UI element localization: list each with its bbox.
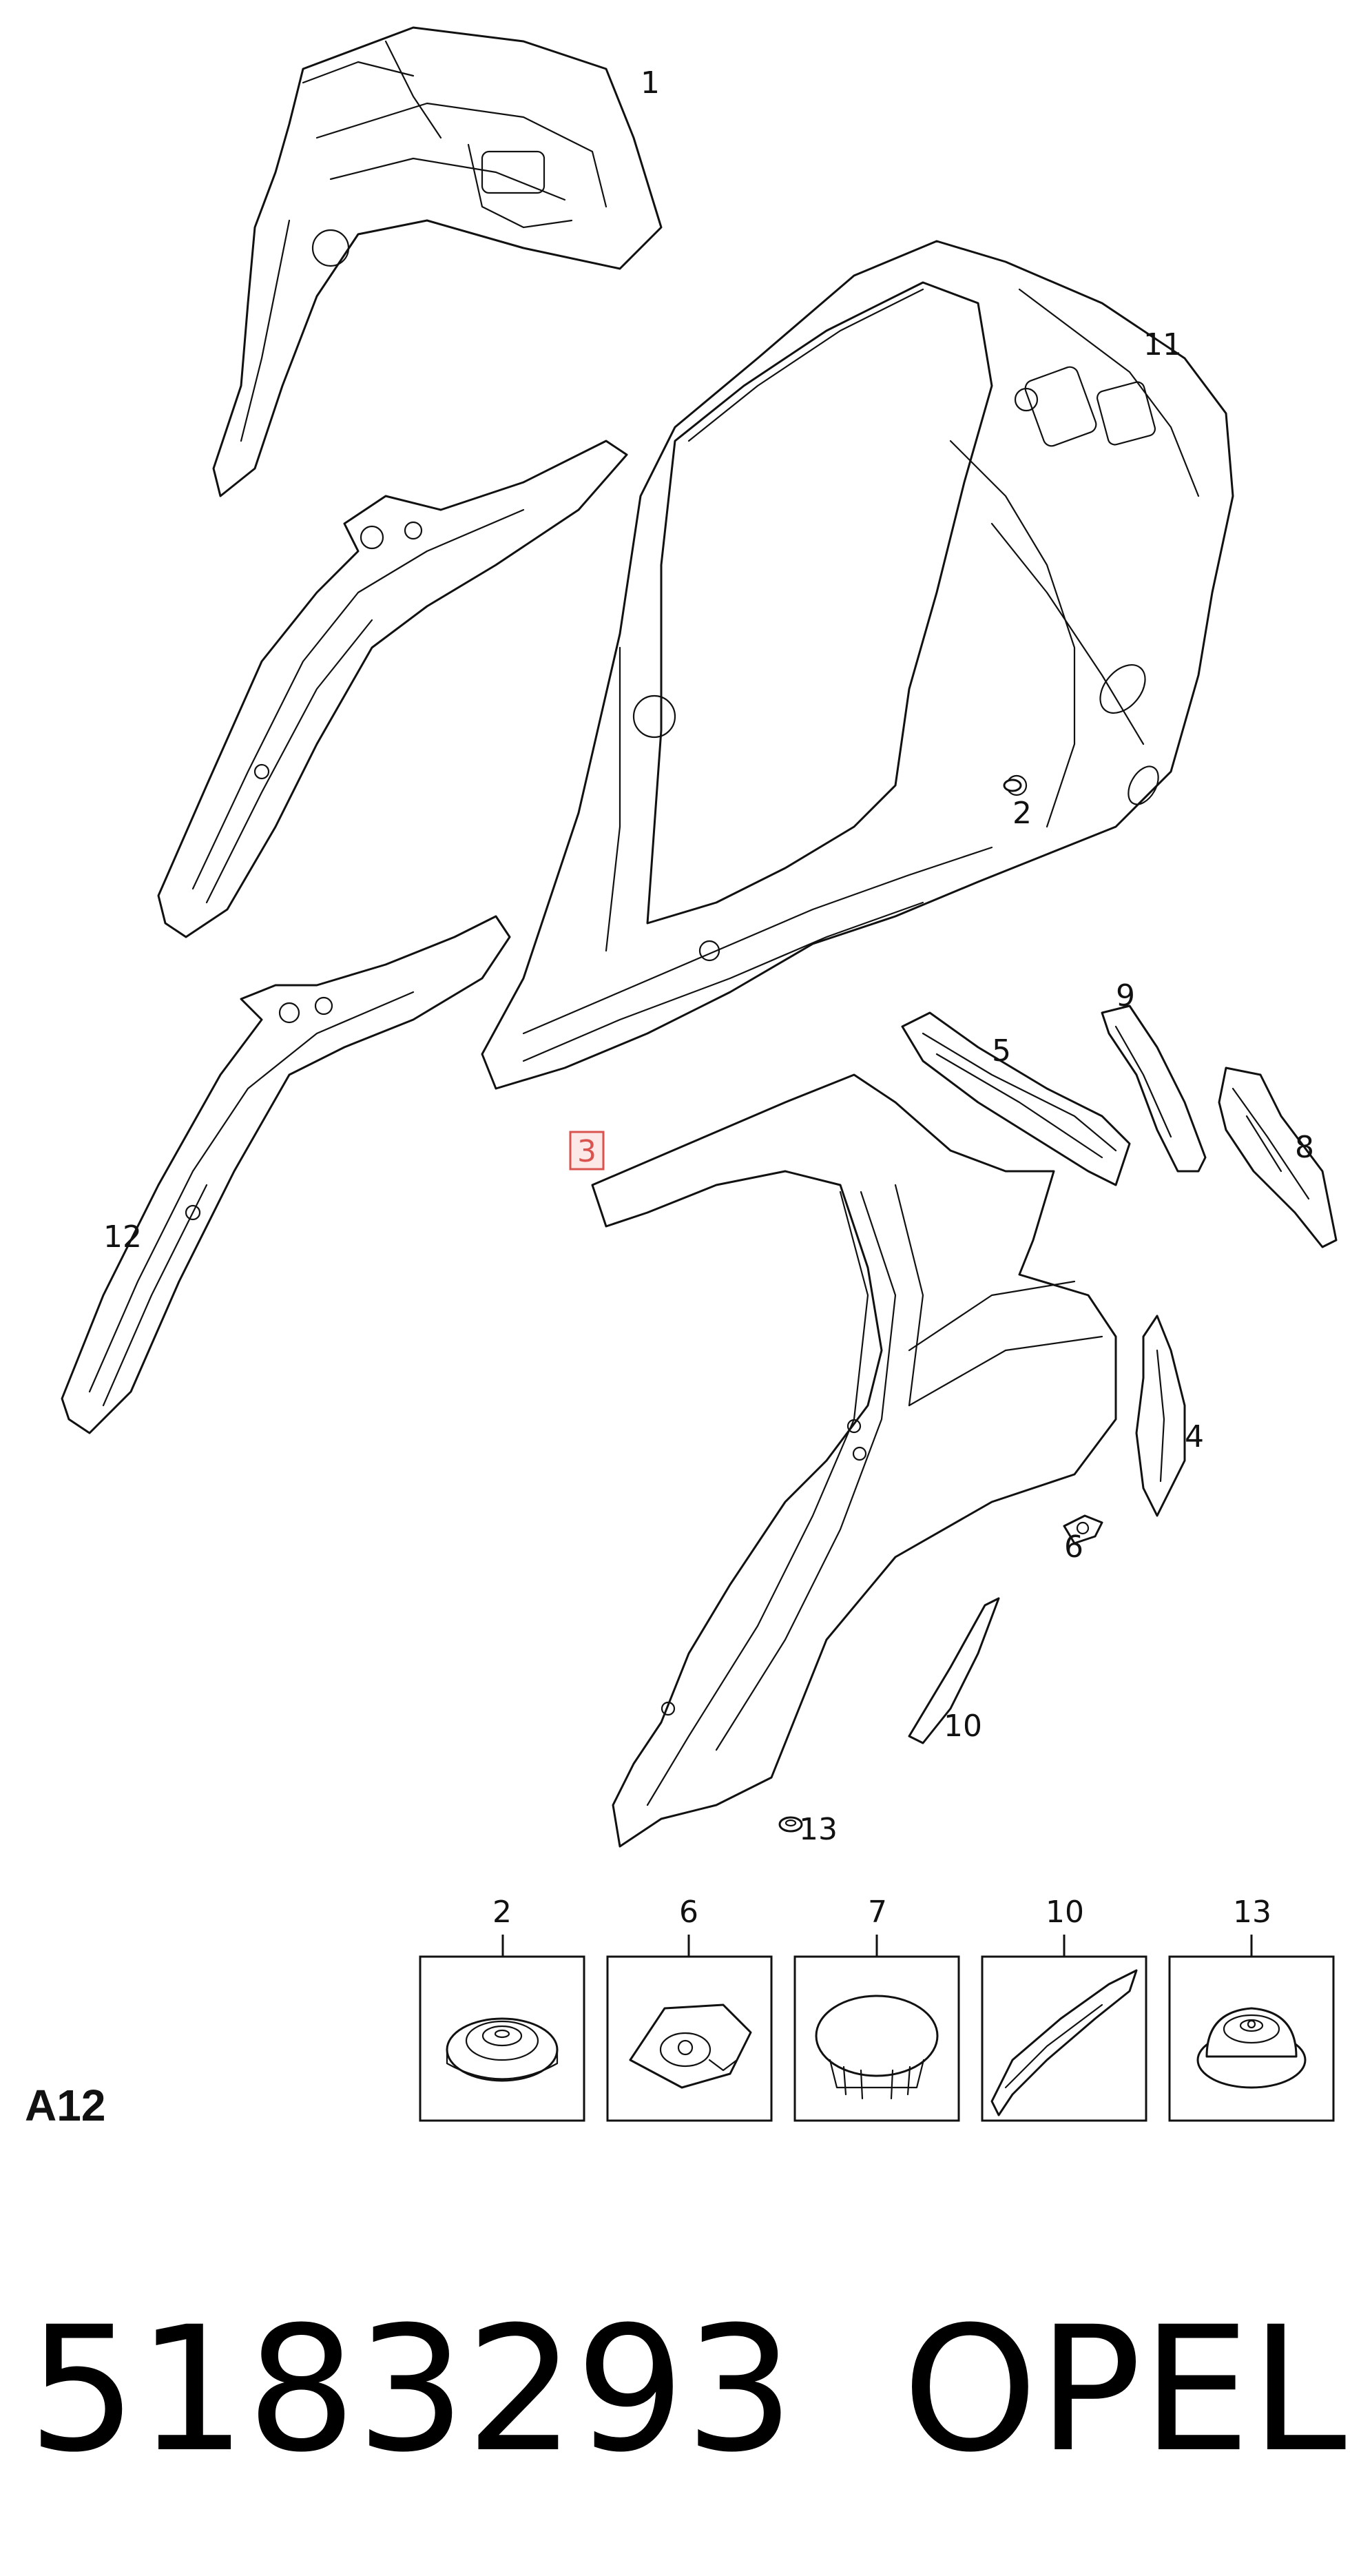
callout-5[interactable]: 5: [992, 1033, 1011, 1069]
thumbnail-label: 7: [868, 1895, 887, 1930]
part-5-bracket[interactable]: [901, 1011, 1131, 1186]
callout-1[interactable]: 1: [641, 65, 660, 101]
section-code: A12: [25, 2081, 105, 2130]
callout-3[interactable]: 3: [577, 1134, 596, 1169]
part-12-upper-roof-rail[interactable]: [157, 440, 628, 938]
thumbnail-label: 13: [1233, 1895, 1271, 1930]
thumbnail-13[interactable]: 13: [1168, 1895, 1335, 2122]
callout-6[interactable]: 6: [1064, 1529, 1083, 1565]
part-2-grommet[interactable]: [1003, 779, 1022, 792]
part-8-brace[interactable]: [1218, 1067, 1338, 1248]
part-6-clip[interactable]: [1063, 1514, 1103, 1545]
thumbnail-2[interactable]: 2: [419, 1895, 585, 2122]
part-12-lower-roof-rail[interactable]: [61, 915, 511, 1434]
callout-11[interactable]: 11: [1143, 327, 1182, 362]
callout-8[interactable]: 8: [1295, 1130, 1314, 1165]
callout-2[interactable]: 2: [1012, 796, 1032, 831]
callout-12-upper[interactable]: 12: [103, 1219, 142, 1255]
part-number: 5183293: [28, 2289, 794, 2490]
thumbnail-label: 2: [492, 1895, 512, 1930]
grommet-domed-icon: [1196, 2007, 1307, 2089]
strip-seal-icon: [990, 1969, 1138, 2116]
thumbnail-7[interactable]: 7: [793, 1895, 960, 2122]
brand-name: OPEL: [902, 2289, 1347, 2490]
callout-10[interactable]: 10: [944, 1709, 982, 1744]
part-11-side-frame[interactable]: [481, 240, 1234, 1090]
callout-13[interactable]: 13: [799, 1812, 838, 1847]
clip-square-icon: [629, 2003, 752, 2089]
grommet-round-icon: [446, 2017, 559, 2082]
thumbnail-label: 10: [1046, 1895, 1084, 1930]
part-4-small-bracket[interactable]: [1135, 1315, 1186, 1517]
part-13-grommet[interactable]: [778, 1816, 803, 1833]
part-3-outer-quarter-panel[interactable]: [591, 1073, 1117, 1848]
part-10-strip[interactable]: [908, 1597, 1000, 1744]
callout-9[interactable]: 9: [1116, 978, 1135, 1013]
thumbnail-label: 6: [679, 1895, 698, 1930]
part-1-inner-quarter-panel[interactable]: [212, 26, 663, 497]
part-9-reinforcement[interactable]: [1101, 1004, 1207, 1173]
callout-4[interactable]: 4: [1185, 1419, 1204, 1454]
callout-3-highlight: [569, 1131, 605, 1171]
plug-cap-icon: [815, 1995, 939, 2100]
thumbnail-6[interactable]: 6: [606, 1895, 773, 2122]
thumbnail-row: 2 6 7: [419, 1895, 1335, 2122]
thumbnail-10[interactable]: 10: [981, 1895, 1147, 2122]
